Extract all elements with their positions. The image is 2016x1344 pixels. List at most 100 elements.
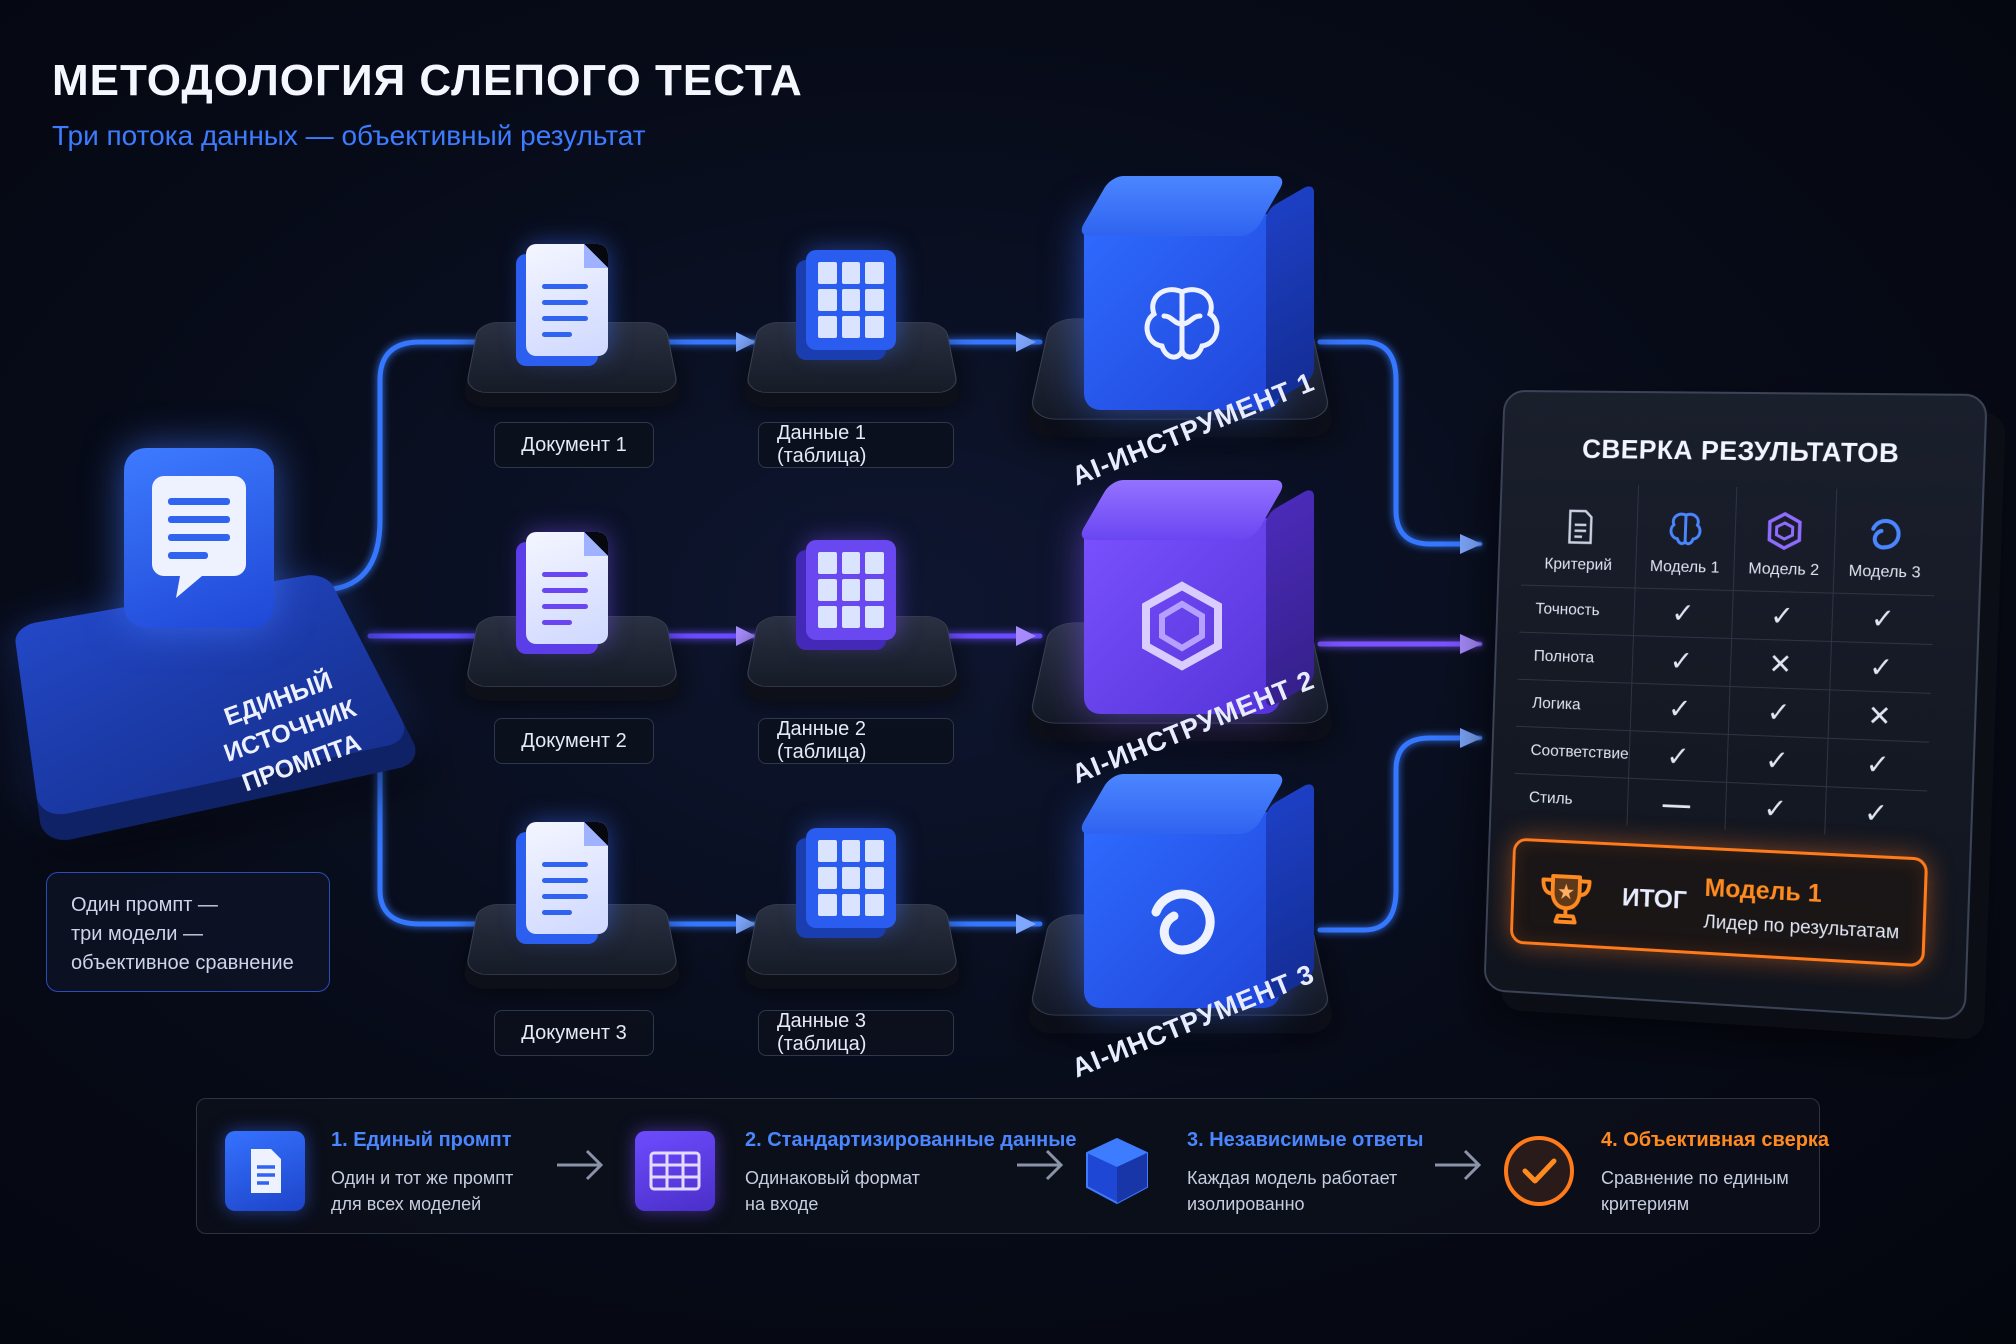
document-label: Документ 3 xyxy=(494,1010,654,1056)
arrowhead xyxy=(1016,626,1036,646)
step-desc-line: Один и тот же промпт xyxy=(331,1165,513,1191)
column-header-label: Критерий xyxy=(1544,556,1612,574)
criterion-cell: Точность xyxy=(1519,585,1635,636)
check-mark: ✓ xyxy=(1628,731,1728,783)
wire-source-top xyxy=(320,342,480,590)
column-header-model3: Модель 3 xyxy=(1833,488,1938,596)
step-desc-line: изолированно xyxy=(1187,1191,1397,1217)
criterion-cell: Соответствие xyxy=(1514,726,1630,778)
ai-tool-cube xyxy=(1084,518,1280,714)
step-desc-line: для всех моделей xyxy=(331,1191,513,1217)
brain-icon xyxy=(1134,274,1230,370)
step-description: Сравнение по единым критериям xyxy=(1601,1165,1789,1217)
arrowhead xyxy=(1460,634,1482,654)
results-table-body: Точность✓✓✓Полнота✓✕✓Логика✓✓✕Соответств… xyxy=(1512,585,1934,840)
step-desc-line: Одинаковый формат xyxy=(745,1165,920,1191)
table-icon xyxy=(806,828,896,928)
criterion-cell: Стиль xyxy=(1512,773,1628,825)
check-mark: ✓ xyxy=(1830,641,1933,693)
winner-model: Модель 1 xyxy=(1704,874,1822,909)
check-circle-icon xyxy=(1499,1131,1579,1211)
note-line: три модели — xyxy=(71,920,305,949)
document-icon xyxy=(1560,507,1600,547)
ai-tool-cube xyxy=(1084,812,1280,1008)
cross-mark: ✕ xyxy=(1730,639,1832,690)
arrow-right-icon xyxy=(1013,1145,1067,1185)
document-label: Документ 1 xyxy=(494,422,654,468)
results-title: СВЕРКА РЕЗУЛЬТАТОВ xyxy=(1503,433,1984,471)
step-desc-line: Каждая модель работает xyxy=(1187,1165,1397,1191)
data-label: Данные 3 (таблица) xyxy=(758,1010,954,1056)
winner-description: Лидер по результатам xyxy=(1703,912,1899,945)
check-mark: ✓ xyxy=(1825,787,1928,840)
step-desc-line: на входе xyxy=(745,1191,920,1217)
step-title: 1. Единый промпт xyxy=(331,1129,512,1152)
arrowhead xyxy=(1016,332,1036,352)
arrow-right-icon xyxy=(1431,1145,1485,1185)
note-line: Один промпт — xyxy=(71,891,305,920)
swirl-icon xyxy=(1865,512,1907,553)
note-box: Один промпт — три модели — объективное с… xyxy=(46,872,330,992)
data-label: Данные 2 (таблица) xyxy=(758,718,954,764)
check-mark: ✓ xyxy=(1725,782,1826,835)
brain-icon xyxy=(1666,509,1707,550)
results-table: Критерий Модель 1 xyxy=(1512,482,1939,840)
page-title: МЕТОДОЛОГИЯ СЛЕПОГО ТЕСТА xyxy=(52,56,803,106)
wire-tool3-results xyxy=(1320,738,1480,930)
wire-tool1-results xyxy=(1320,342,1480,544)
step-description: Каждая модель работает изолированно xyxy=(1187,1165,1397,1217)
criterion-cell: Логика xyxy=(1516,679,1632,730)
column-header-label: Модель 2 xyxy=(1748,560,1819,579)
trophy-icon xyxy=(1536,867,1596,929)
check-mark: ✓ xyxy=(1632,636,1732,687)
data-label: Данные 1 (таблица) xyxy=(758,422,954,468)
check-mark: ✓ xyxy=(1831,593,1934,644)
step-title: 3. Независимые ответы xyxy=(1187,1129,1423,1152)
step-title: 4. Объективная сверка xyxy=(1601,1129,1829,1152)
check-mark: ✓ xyxy=(1633,588,1733,639)
winner-label: ИТОГ xyxy=(1622,884,1688,916)
hexagon-icon xyxy=(1134,578,1230,674)
column-header-label: Модель 1 xyxy=(1650,558,1720,577)
check-mark: ✓ xyxy=(1728,686,1830,738)
document-icon xyxy=(526,822,608,934)
hexagon-icon xyxy=(1764,511,1805,552)
column-header-model1: Модель 1 xyxy=(1635,485,1737,591)
table-icon xyxy=(635,1131,715,1211)
table-icon xyxy=(806,250,896,350)
results-panel: СВЕРКА РЕЗУЛЬТАТОВ Критерий xyxy=(1483,390,1987,1021)
cross-mark: ✕ xyxy=(1828,690,1931,742)
step-desc-line: Сравнение по единым xyxy=(1601,1165,1789,1191)
swirl-icon xyxy=(1134,872,1230,968)
document-icon xyxy=(225,1131,305,1211)
document-icon xyxy=(526,244,608,356)
step-description: Одинаковый формат на входе xyxy=(745,1165,920,1217)
arrowhead xyxy=(1016,914,1036,934)
check-mark: ✓ xyxy=(1630,683,1730,734)
column-header-criterion: Критерий xyxy=(1520,483,1638,588)
document-icon xyxy=(526,532,608,644)
note-line: объективное сравнение xyxy=(71,949,305,978)
document-label: Документ 2 xyxy=(494,718,654,764)
column-header-model2: Модель 2 xyxy=(1733,486,1837,593)
check-mark: ✓ xyxy=(1731,591,1833,642)
chat-document-icon xyxy=(124,448,274,628)
column-header-label: Модель 3 xyxy=(1848,563,1921,582)
arrow-right-icon xyxy=(553,1145,607,1185)
table-header-row: Критерий Модель 1 xyxy=(1520,483,1938,596)
arrowhead xyxy=(1460,534,1482,554)
criterion-cell: Полнота xyxy=(1517,632,1633,683)
wire-source-bottom xyxy=(370,720,480,924)
ai-tool-cube xyxy=(1084,214,1280,410)
cube-icon xyxy=(1077,1131,1157,1211)
steps-bar: 1. Единый промпт Один и тот же промпт дл… xyxy=(196,1098,1820,1234)
check-mark: ✓ xyxy=(1826,738,1929,791)
check-mark: ✓ xyxy=(1726,734,1828,786)
table-icon xyxy=(806,540,896,640)
page-subtitle: Три потока данных — объективный результа… xyxy=(52,120,646,152)
winner-box: ИТОГ Модель 1 Лидер по результатам xyxy=(1510,838,1928,968)
dash-mark: — xyxy=(1627,778,1727,830)
step-description: Один и тот же промпт для всех моделей xyxy=(331,1165,513,1217)
step-desc-line: критериям xyxy=(1601,1191,1789,1217)
arrowhead xyxy=(1460,728,1482,748)
